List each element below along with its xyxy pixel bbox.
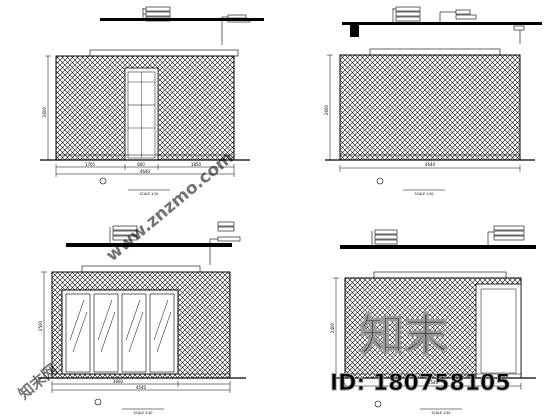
height-dimension: 2400 (330, 322, 335, 333)
elevation-top-left: 2600 1765 800 1850 4640 SCALE 1:50 (40, 6, 264, 196)
elevation-bottom-right: 2400 4540 SCALE 1:50 (330, 225, 536, 415)
door-width-dimension: 3660 (113, 379, 124, 384)
door (124, 67, 159, 161)
height-dimension: 2500 (38, 320, 43, 331)
right-segment-dimension: 1850 (191, 162, 202, 167)
door-width-dimension: 800 (137, 162, 145, 167)
cornice (89, 49, 239, 57)
overall-width-dimension: 4540 (136, 385, 147, 390)
ceiling-line (342, 22, 542, 25)
cornice (373, 271, 507, 279)
scale-label: SCALE 1:50 (139, 192, 158, 196)
material-tags (109, 221, 241, 265)
overall-width-dimension: 4640 (425, 162, 436, 167)
ceiling-line (340, 245, 536, 249)
watermark-corner: 知末网 (15, 360, 61, 403)
cornice (81, 265, 201, 273)
section-marker (94, 398, 102, 406)
scale-label: SCALE 1:50 (414, 192, 433, 196)
material-tags (371, 225, 525, 245)
ceiling-line (66, 243, 232, 247)
left-segment-dimension: 1765 (85, 162, 96, 167)
overall-width-dimension: 4540 (428, 380, 439, 385)
watermark-site: www.znzmo.com (102, 148, 237, 266)
section-marker (376, 177, 384, 185)
material-tags (142, 6, 251, 45)
cornice (369, 48, 501, 56)
wall-panel (339, 54, 521, 161)
scale-label: SCALE 1:50 (431, 411, 450, 415)
beam-section (350, 25, 359, 37)
ceiling-line (100, 18, 264, 21)
height-dimension: 2600 (42, 106, 47, 117)
overall-width-dimension: 4640 (140, 169, 151, 174)
watermark-id: ID: 180758105 (330, 371, 511, 396)
watermark-brand: 知末 (360, 310, 448, 361)
scale-label: SCALE 1:50 (133, 411, 152, 415)
height-dimension: 2600 (324, 104, 329, 115)
dimension-lines (333, 277, 522, 390)
elevation-top-right: 2600 4640 SCALE 1:50 (324, 6, 542, 196)
glass-sliding-doors (61, 289, 179, 375)
side-opening (475, 283, 522, 379)
dimension-lines (41, 271, 231, 393)
elevation-bottom-left: 2500 3660 4540 SCALE 1:50 (38, 221, 246, 415)
section-marker (99, 177, 107, 185)
section-marker (374, 400, 382, 408)
material-tags (392, 6, 525, 44)
dimension-lines (45, 55, 235, 177)
dimension-lines (327, 54, 521, 172)
